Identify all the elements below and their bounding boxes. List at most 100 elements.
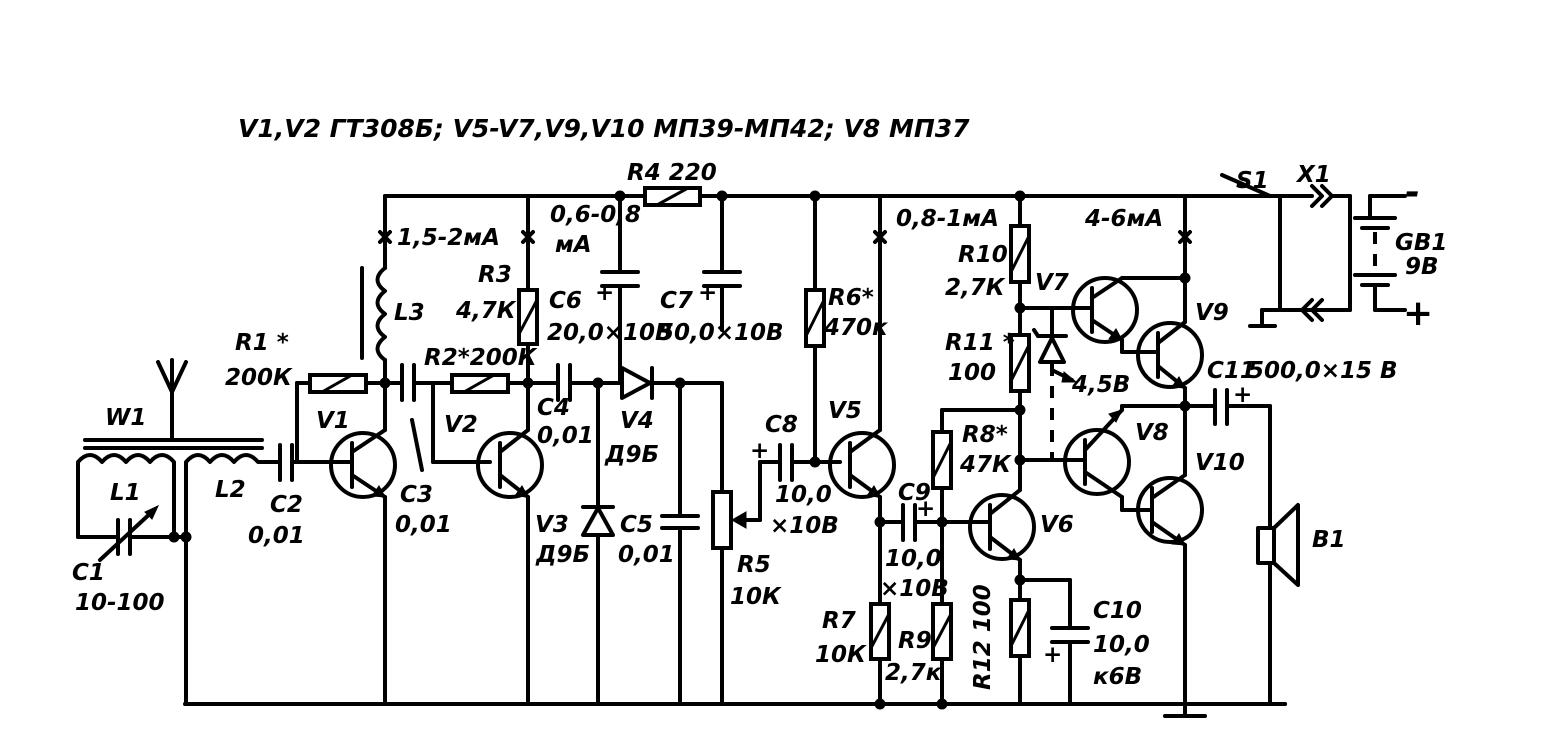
label-v10: V10 xyxy=(1195,450,1245,476)
resistor-r6 xyxy=(804,190,826,464)
coil-l3 xyxy=(360,266,387,362)
label-r10: R10 xyxy=(958,242,1008,268)
label-v1: V1 xyxy=(316,408,350,434)
transistor-v8 xyxy=(1018,404,1187,512)
label-r4: R4 220 xyxy=(627,160,717,186)
label-c10: C10 xyxy=(1093,598,1142,624)
label-r11-val: 100 xyxy=(948,360,996,386)
label-vz: 4,5В xyxy=(1071,372,1130,398)
bottom-rail xyxy=(183,702,1287,718)
resistor-r10 xyxy=(1009,190,1031,337)
label-x1: X1 xyxy=(1295,162,1331,188)
label-v2: V2 xyxy=(444,412,478,438)
label-c11: C11 xyxy=(1207,358,1256,384)
label-r7-val: 10К xyxy=(815,642,867,668)
label-r1-val: 200К xyxy=(225,365,293,391)
resistor-r4 xyxy=(643,186,702,207)
label-r11: R11 * xyxy=(945,330,1015,356)
capacitor-c1 xyxy=(76,504,176,562)
resistor-r2 xyxy=(431,373,530,394)
resistor-r11 xyxy=(1009,333,1031,466)
label-plus: + xyxy=(595,280,614,306)
label-i2-b: мА xyxy=(555,232,592,258)
label-i3: 0,8-1мА xyxy=(896,206,999,232)
label-r6-val: 470к xyxy=(823,315,889,341)
label-r6: R6* xyxy=(828,285,874,311)
label-c8: C8 xyxy=(765,412,798,438)
label-r10-val: 2,7К xyxy=(945,275,1006,301)
label-i2-a: 0,6-0,8 xyxy=(550,202,641,228)
transistor-v10 xyxy=(1136,473,1204,706)
label-c1-val: 10-100 xyxy=(75,590,165,616)
label-i1: 1,5-2мА xyxy=(397,225,500,251)
label-plus: + xyxy=(750,438,769,464)
label-i4: 4-6мА xyxy=(1084,206,1163,232)
label-r1: R1 * xyxy=(235,330,289,356)
label-c1: C1 xyxy=(72,560,105,586)
resistor-r12 xyxy=(1009,598,1031,706)
capacitor-c4 xyxy=(526,363,622,402)
switch-s1 xyxy=(1213,173,1272,198)
component-labels: W1 L1 L2 C1 10-100 C2 0,01 R1 * 200К V1 … xyxy=(72,160,1447,690)
resistor-r7 xyxy=(869,602,891,706)
label-b1: B1 xyxy=(1312,527,1346,553)
label-l1: L1 xyxy=(110,480,141,506)
transistor-v7 xyxy=(1018,276,1187,344)
capacitor-c5 xyxy=(660,381,700,706)
label-w1: W1 xyxy=(105,405,146,431)
label-v7: V7 xyxy=(1035,270,1069,296)
label-v6: V6 xyxy=(1040,512,1074,538)
label-r8: R8* xyxy=(962,422,1008,448)
label-c8-val1: 10,0 xyxy=(775,482,832,508)
label-c6: C6 xyxy=(549,288,582,314)
capacitor-c6 xyxy=(600,190,640,385)
label-c8-val2: ×10В xyxy=(770,513,839,539)
polarity-marks: + + + + + + - + xyxy=(595,172,1433,668)
capacitor-c9 xyxy=(878,503,977,542)
transistor-note: V1,V2 ГТ308Б; V5-V7,V9,V10 МП39-МП42; V8… xyxy=(238,114,970,143)
label-c5-val: 0,01 xyxy=(618,542,675,568)
label-c7: C7 xyxy=(660,288,693,314)
label-v5: V5 xyxy=(828,398,862,424)
label-r2: R2*200К xyxy=(424,345,538,371)
label-v8: V8 xyxy=(1135,420,1169,446)
label-l2: L2 xyxy=(215,477,246,503)
label-plus: + xyxy=(1233,382,1252,408)
label-r5-val: 10К xyxy=(730,584,782,610)
label-c7-val: 50,0×10В xyxy=(658,320,784,346)
label-r8-val: 47К xyxy=(959,452,1012,478)
label-v3-type: Д9Б xyxy=(535,542,590,568)
label-plus: + xyxy=(916,496,935,522)
label-l3: L3 xyxy=(394,300,425,326)
battery-minus: - xyxy=(1405,172,1420,213)
v1-collector-line xyxy=(379,194,391,706)
label-c4-val: 0,01 xyxy=(537,423,594,449)
transistor-v1 xyxy=(329,428,397,499)
label-s1: S1 xyxy=(1236,168,1269,194)
label-r3-val: 4,7К xyxy=(455,298,517,324)
label-gb1-val: 9В xyxy=(1405,254,1439,280)
resistor-r8 xyxy=(931,408,1022,524)
label-c2: C2 xyxy=(270,492,303,518)
label-c3-val: 0,01 xyxy=(395,512,452,538)
ferrite-rod-w1 xyxy=(83,438,264,450)
label-plus: + xyxy=(698,280,717,306)
battery-plus: + xyxy=(1403,293,1433,334)
resistor-r3 xyxy=(517,194,539,385)
label-c4: C4 xyxy=(537,395,570,421)
antenna xyxy=(156,358,188,442)
capacitor-c3 xyxy=(383,363,435,472)
label-c5: C5 xyxy=(620,512,653,538)
coil-l1 xyxy=(76,453,176,539)
capacitor-c10 xyxy=(1018,578,1090,706)
label-c10-val1: 10,0 xyxy=(1093,632,1150,658)
capacitor-c8 xyxy=(758,443,842,482)
diode-v3 xyxy=(581,381,615,706)
label-r9: R9 xyxy=(898,628,932,654)
label-c9-val1: 10,0 xyxy=(885,546,942,572)
label-c6-val: 20,0×10В xyxy=(547,320,673,346)
label-c3: C3 xyxy=(400,482,433,508)
label-v3: V3 xyxy=(535,512,569,538)
capacitor-c7 xyxy=(702,190,742,332)
